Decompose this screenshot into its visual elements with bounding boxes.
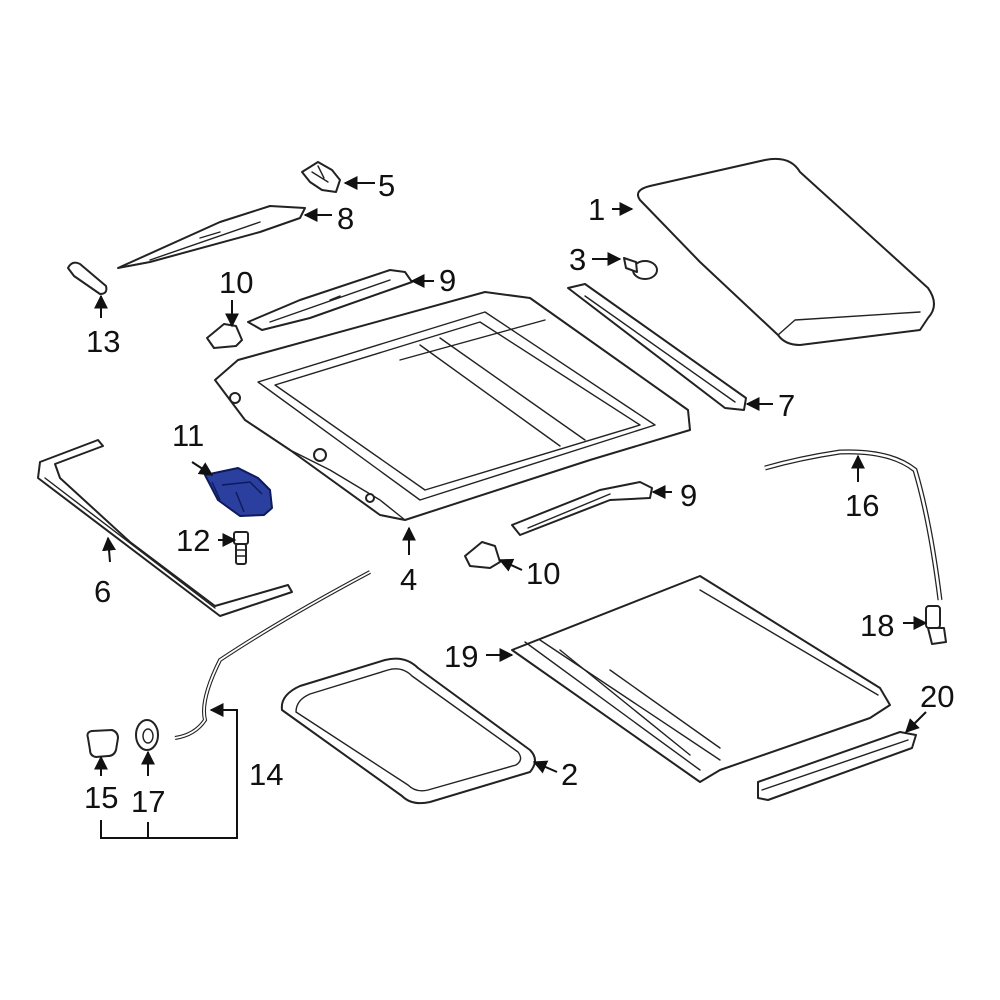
- part-11-motor[interactable]: [204, 467, 273, 517]
- callout-9-lower: 9: [680, 478, 697, 513]
- part-9-rail-bracket-lower[interactable]: [511, 481, 653, 536]
- part-20-strip[interactable]: [757, 731, 917, 801]
- callout-13: 13: [86, 324, 120, 359]
- callout-labels: 1 2 3 4 5 6 7 8 9 9 10 10 11 12 13 14 15…: [84, 168, 954, 819]
- part-2-seal[interactable]: [280, 657, 536, 805]
- callout-10-lower: 10: [526, 556, 560, 591]
- callout-9-upper: 9: [439, 263, 456, 298]
- part-10-clip-lower[interactable]: [464, 541, 501, 569]
- part-6-deflector[interactable]: [37, 439, 293, 617]
- part-8-trim-strip[interactable]: [117, 205, 306, 269]
- callout-14: 14: [249, 757, 283, 792]
- callout-4: 4: [400, 562, 417, 597]
- part-19-sunshade[interactable]: [511, 575, 891, 783]
- callout-10-upper: 10: [219, 265, 253, 300]
- callout-1: 1: [588, 192, 605, 227]
- part-1-glass-panel[interactable]: [637, 157, 935, 346]
- callout-20: 20: [920, 679, 954, 714]
- callout-2: 2: [561, 757, 578, 792]
- callout-8: 8: [337, 201, 354, 236]
- part-17-grommet[interactable]: [135, 719, 159, 751]
- part-16-drain-hose[interactable]: [764, 449, 943, 601]
- part-12-screw[interactable]: [233, 531, 249, 565]
- part-4-sunroof-frame[interactable]: [214, 291, 691, 521]
- callout-3: 3: [569, 242, 586, 277]
- part-13-plug[interactable]: [67, 261, 108, 295]
- part-10-clip-upper[interactable]: [206, 323, 243, 349]
- callout-18: 18: [860, 608, 894, 643]
- leader-lines: [94, 176, 928, 839]
- callout-11: 11: [172, 418, 204, 453]
- part-7-side-rail[interactable]: [567, 283, 747, 411]
- part-3-bolt[interactable]: [623, 257, 658, 280]
- callout-7: 7: [778, 388, 795, 423]
- part-14-drain-tube[interactable]: [174, 570, 371, 740]
- callout-19: 19: [444, 639, 478, 674]
- callout-6: 6: [94, 574, 111, 609]
- callout-12: 12: [176, 523, 210, 558]
- callout-15: 15: [84, 780, 118, 815]
- callout-5: 5: [378, 168, 395, 203]
- part-15-sleeve[interactable]: [86, 729, 119, 758]
- callout-17: 17: [131, 784, 165, 819]
- part-18-connector[interactable]: [925, 605, 947, 645]
- part-5-bracket[interactable]: [301, 161, 341, 193]
- callout-16: 16: [845, 488, 879, 523]
